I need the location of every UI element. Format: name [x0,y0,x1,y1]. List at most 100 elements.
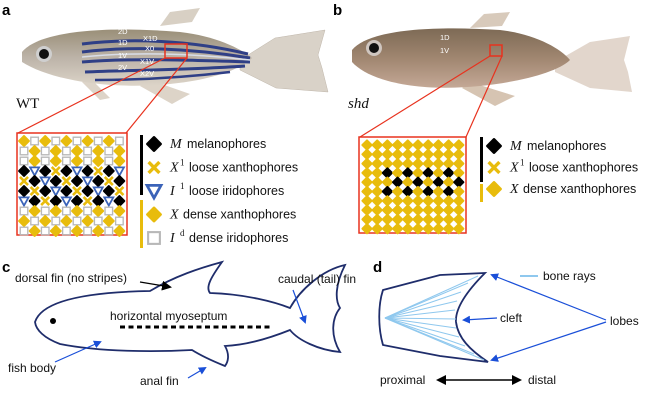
yellow-diamond-icon [432,195,444,207]
black-diamond-icon [49,195,62,207]
yellow-diamond-icon [486,181,502,197]
yellow-diamond-icon [18,215,30,227]
genotype-shd: shd [348,96,369,112]
yellow-diamond-icon [392,195,404,207]
yellow-diamond-icon [422,223,434,235]
yellow-diamond-icon [422,158,434,170]
shd-zoom-box [489,44,503,57]
blue-triangle-icon [113,166,126,178]
yellow-diamond-icon [381,139,393,151]
black-diamond-icon [146,136,162,152]
yellow-cross-icon [19,176,29,186]
grey-square-icon [61,146,71,156]
yellow-diamond-icon [60,135,73,147]
yellow-diamond-icon [392,139,404,151]
label-caudal-fin: caudal (tail) fin [278,272,356,286]
panel-label-a: a [2,2,11,19]
yellow-diamond-icon [392,148,404,160]
grey-square-icon [104,146,114,156]
black-diamond-icon [443,167,455,179]
yellow-diamond-icon [443,195,455,207]
label-distal: distal [528,373,556,387]
yellow-diamond-icon [371,223,383,235]
yellow-diamond-icon [49,155,62,167]
yellow-diamond-icon [402,139,414,151]
blue-triangle-icon [144,184,164,201]
panel-label-c: c [2,259,10,276]
genotype-wt: WT [16,96,39,112]
black-diamond-icon [60,185,73,197]
yellow-diamond-icon [412,158,424,170]
yellow-diamond-icon [443,158,455,170]
yellow-diamond-icon [113,155,126,167]
yellow-diamond-icon [412,223,424,235]
shd-stripe-label-1d: 1D [440,33,450,42]
black-diamond-icon [381,167,393,179]
black-diamond-icon [92,195,105,207]
yellow-diamond-icon [381,148,393,160]
stripe-label-2v: 2V [118,63,127,72]
blue-triangle-icon [92,186,105,198]
label-dorsal-fin: dorsal fin (no stripes) [15,271,127,285]
stripe-label-2d: 2D [118,27,128,36]
black-diamond-icon [39,165,52,177]
black-diamond-icon [102,165,115,177]
legend-symbol: X [509,161,519,176]
yellow-diamond-icon [92,205,105,217]
grey-square-icon [61,226,71,236]
yellow-diamond-icon [361,213,373,225]
grey-square-icon [19,146,29,156]
yellow-diamond-icon [453,213,465,225]
label-fish-body: fish body [8,361,56,375]
black-diamond-icon [422,167,434,179]
yellow-diamond-icon [432,158,444,170]
yellow-diamond-icon [49,205,62,217]
yellow-diamond-icon [361,167,373,179]
black-diamond-icon [113,195,126,207]
yellow-diamond-icon [392,204,404,216]
yellow-diamond-icon [71,155,83,167]
yellow-diamond-icon [392,223,404,235]
yellow-diamond-icon [392,167,404,179]
legend-symbol: X [509,182,519,197]
yellow-cross-icon [147,160,161,175]
grey-square-icon [83,206,93,216]
yellow-diamond-icon [422,176,434,188]
legend-superscript: d [180,228,185,238]
yellow-diamond-icon [39,135,52,147]
wt-fish-photo: 2D 1D X1D X0 1V X1V 2V X2V WT [14,4,331,114]
yellow-diamond-icon [361,185,373,198]
yellow-diamond-icon [81,135,94,147]
yellow-diamond-icon [432,139,444,151]
yellow-diamond-icon [422,204,434,216]
black-diamond-icon [60,165,73,177]
yellow-diamond-icon [412,195,424,207]
yellow-diamond-icon [92,145,105,157]
black-diamond-icon [39,185,52,197]
blue-triangle-icon [17,196,31,208]
stripe-label-1v: 1V [118,51,127,60]
shd-cell-pattern [361,139,465,235]
yellow-diamond-icon [402,213,414,225]
yellow-diamond-icon [361,223,373,235]
black-diamond-icon [453,176,465,188]
yellow-diamond-icon [361,158,373,170]
shd-stripe-label-1v: 1V [440,46,449,55]
yellow-cross-icon [114,186,125,196]
yellow-cross-icon [50,166,61,176]
legend-text: loose xanthophores [189,161,298,175]
yellow-cross-icon [29,186,40,196]
black-diamond-icon [113,175,126,187]
yellow-diamond-icon [453,185,465,198]
yellow-diamond-icon [49,225,62,237]
panel-a: a 2D 1D X1 [2,2,331,248]
yellow-diamond-icon [402,176,414,188]
grey-square-icon [83,146,93,156]
blue-triangle-icon [70,166,84,178]
yellow-diamond-icon [412,204,424,216]
grey-square-icon [114,136,124,146]
grey-square-icon [93,216,103,226]
yellow-diamond-icon [371,158,383,170]
